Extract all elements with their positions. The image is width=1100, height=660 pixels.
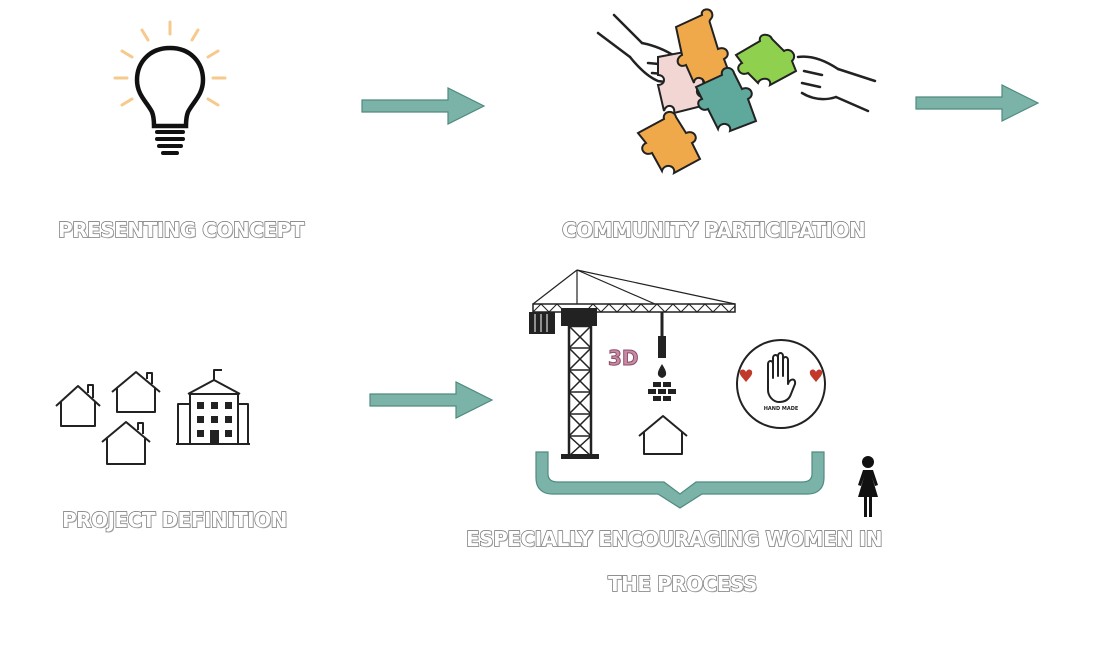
- handmade-badge-text: HAND MADE: [763, 406, 799, 412]
- step-label-women-line-1: ESPECIALLY ENCOURAGING WOMEN IN: [465, 526, 883, 551]
- step-label-project-definition: PROJECT DEFINITION: [61, 507, 288, 532]
- flow-arrow-3: [369, 381, 494, 419]
- grouping-brace: [535, 451, 826, 512]
- houses-icon: [50, 368, 250, 468]
- step-label-community-participation: COMMUNITY PARTICIPATION: [561, 217, 866, 242]
- flow-arrow-1: [361, 87, 486, 125]
- step-label-women-line-2: THE PROCESS: [607, 571, 758, 596]
- construction-crane-icon: [525, 268, 740, 460]
- flow-arrow-2: [915, 84, 1040, 122]
- puzzle-hands-icon: [590, 5, 880, 190]
- 3d-print-label: 3D: [608, 346, 640, 371]
- woman-icon: [853, 455, 883, 519]
- step-label-presenting-concept: PRESENTING CONCEPT: [57, 217, 305, 242]
- handmade-badge-icon: [735, 338, 827, 430]
- lightbulb-icon: [105, 18, 235, 163]
